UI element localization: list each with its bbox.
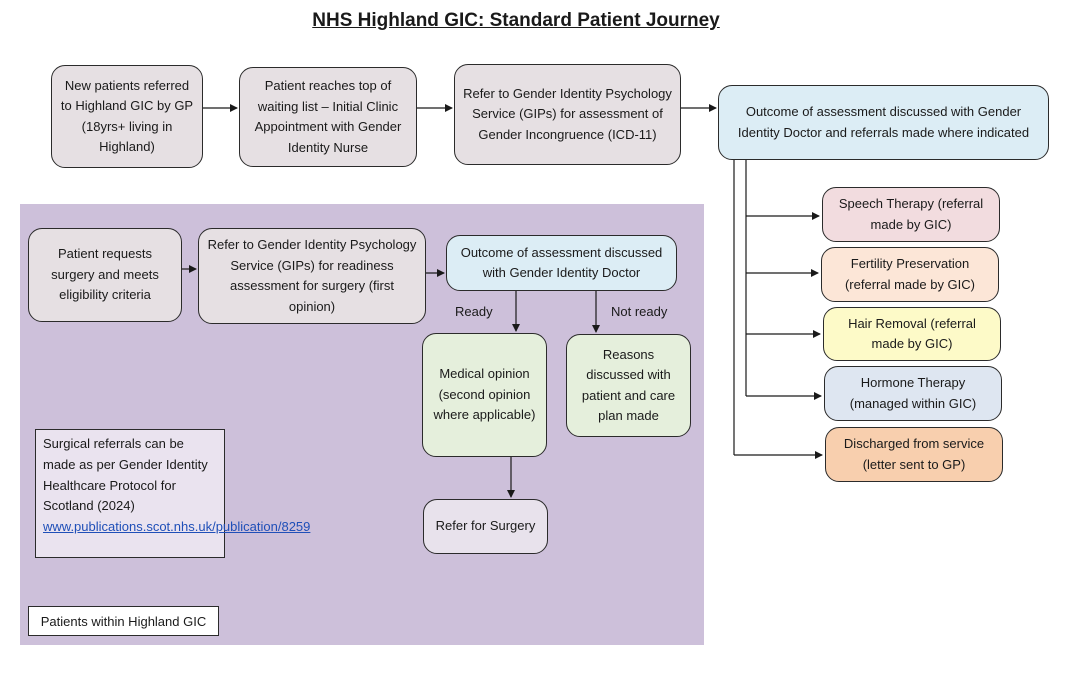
box-surgery-outcome: Outcome of assessment discussed with Gen… <box>446 235 677 291</box>
box-speech-therapy: Speech Therapy (referral made by GIC) <box>822 187 1000 242</box>
box-hair-removal: Hair Removal (referral made by GIC) <box>823 307 1001 361</box>
box-waiting-list: Patient reaches top of waiting list – In… <box>239 67 417 167</box>
note-text: Surgical referrals can be made as per Ge… <box>43 436 208 514</box>
box-surgery-request: Patient requests surgery and meets eligi… <box>28 228 182 322</box>
box-refer-gips-assessment: Refer to Gender Identity Psychology Serv… <box>454 64 681 165</box>
publication-link[interactable]: www.publications.scot.nhs.uk/publication… <box>43 519 311 535</box>
label-not-ready: Not ready <box>611 304 668 319</box>
box-refer-gips-readiness: Refer to Gender Identity Psychology Serv… <box>198 228 426 324</box>
surgical-referral-note: Surgical referrals can be made as per Ge… <box>35 429 310 558</box>
box-refer-for-surgery: Refer for Surgery <box>423 499 548 554</box>
box-assessment-outcome: Outcome of assessment discussed with Gen… <box>718 85 1049 160</box>
box-new-patients: New patients referred to Highland GIC by… <box>51 65 203 168</box>
box-reasons-care-plan: Reasons discussed with patient and care … <box>566 334 691 437</box>
box-fertility-preservation: Fertility Preservation (referral made by… <box>821 247 999 302</box>
panel-legend: Patients within Highland GIC <box>28 606 219 636</box>
label-ready: Ready <box>455 304 493 319</box>
box-hormone-therapy: Hormone Therapy (managed within GIC) <box>824 366 1002 421</box>
page-title: NHS Highland GIC: Standard Patient Journ… <box>312 10 720 31</box>
box-medical-opinion: Medical opinion (second opinion where ap… <box>422 333 547 457</box>
box-discharged: Discharged from service (letter sent to … <box>825 427 1003 482</box>
